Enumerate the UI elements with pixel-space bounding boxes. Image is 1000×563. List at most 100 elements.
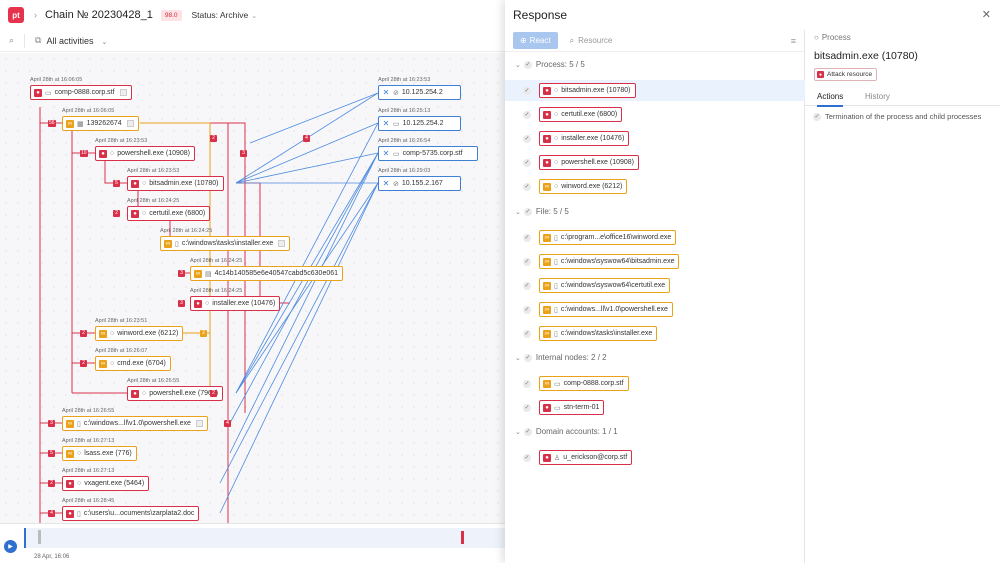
resource-chip[interactable]: ●○bitsadmin.exe (10780): [539, 83, 636, 98]
graph-node[interactable]: ●○powershell.exe (7968): [127, 386, 224, 401]
graph-node[interactable]: ✕▭comp-5735.corp.stf: [378, 146, 478, 161]
action-checkbox[interactable]: ✓: [813, 112, 821, 121]
resource-chip[interactable]: ∞▯c:\windows\tasks\installer.exe: [539, 326, 658, 341]
node-expand[interactable]: [195, 420, 203, 427]
graph-node[interactable]: ∞○winword.exe (6212): [95, 326, 184, 341]
list-item[interactable]: ✓ ∞▯c:\windows\syswow64\certutil.exe: [505, 275, 805, 296]
item-checkbox[interactable]: ✓: [523, 158, 531, 167]
edge: [249, 92, 379, 144]
resource-chip[interactable]: ∞▯c:\windows\syswow64\certutil.exe: [539, 278, 671, 293]
list-item[interactable]: ✓ ∞▯c:\windows...ll\v1.0\powershell.exe: [505, 299, 805, 320]
search-icon[interactable]: ⌕: [9, 35, 15, 45]
resource-chip[interactable]: ●♙u_erickson@corp.stf: [539, 450, 633, 465]
graph-node[interactable]: ●▭comp-0888.corp.stf: [30, 85, 132, 100]
graph-canvas[interactable]: April 28th at 16:06:05 April 28th at 16:…: [0, 53, 505, 523]
list-item[interactable]: ✓ ●○bitsadmin.exe (10780): [505, 80, 805, 101]
group-checkbox[interactable]: ✓: [523, 60, 532, 69]
graph-node[interactable]: ●○certutil.exe (6800): [127, 206, 211, 221]
list-item[interactable]: ✓ ●○installer.exe (10476): [505, 128, 805, 149]
process-icon: ○: [142, 390, 147, 397]
link-icon: ∞: [66, 449, 74, 458]
activities-dropdown[interactable]: All activities⌄: [46, 36, 107, 46]
graph-node[interactable]: ✕▭10.125.254.2: [378, 116, 461, 131]
close-icon[interactable]: ✕: [981, 9, 991, 21]
timeline-handle[interactable]: [38, 530, 41, 544]
resource-chip[interactable]: ∞○winword.exe (6212): [539, 179, 628, 194]
item-checkbox[interactable]: ✓: [523, 233, 531, 242]
filter-icon[interactable]: ≡: [790, 35, 796, 46]
item-checkbox[interactable]: ✓: [523, 281, 531, 290]
item-checkbox[interactable]: ✓: [523, 257, 531, 266]
list-item[interactable]: ✓ ∞▭comp-0888.corp.stf: [505, 373, 805, 394]
list-item[interactable]: ✓ ●♙u_erickson@corp.stf: [505, 447, 805, 468]
graph-node[interactable]: ∞▦139262674: [62, 116, 139, 131]
resource-chip[interactable]: ●○installer.exe (10476): [539, 131, 630, 146]
item-checkbox[interactable]: ✓: [523, 379, 531, 388]
react-button[interactable]: ⊕React: [513, 32, 558, 49]
chip-label: stn-term-01: [563, 404, 600, 411]
list-item[interactable]: ✓ ●○certutil.exe (6800): [505, 104, 805, 125]
resource-search-input[interactable]: ⌕Resource: [570, 36, 613, 46]
item-checkbox[interactable]: ✓: [523, 134, 531, 143]
graph-node[interactable]: ∞▤4c14b140585e6e40547cabd5c630e061: [190, 266, 344, 281]
group-checkbox[interactable]: ✓: [523, 427, 532, 436]
node-expand[interactable]: [278, 240, 286, 247]
list-item[interactable]: ✓ ∞▯c:\windows\syswow64\bitsadmin.exe: [505, 251, 805, 272]
group-header[interactable]: ⌄✓Process: 5 / 5: [515, 60, 585, 69]
list-item[interactable]: ✓ ∞▯c:\program...e\office16\winword.exe: [505, 227, 805, 248]
graph-node[interactable]: ∞▯c:\windows\tasks\installer.exe: [160, 236, 291, 251]
pt-logo[interactable]: pt: [8, 7, 24, 23]
chevron-right-icon[interactable]: ›: [34, 10, 37, 20]
item-checkbox[interactable]: ✓: [523, 182, 531, 191]
node-expand[interactable]: [126, 120, 134, 127]
list-item[interactable]: ✓ ●○powershell.exe (10908): [505, 152, 805, 173]
alert-icon: ●: [543, 110, 551, 119]
graph-node[interactable]: ●▯c:\users\u...ocuments\zarplata2.doc: [62, 506, 200, 521]
resource-chip[interactable]: ∞▯c:\program...e\office16\winword.exe: [539, 230, 677, 245]
graph-node[interactable]: ∞○lsass.exe (776): [62, 446, 137, 461]
node-expand[interactable]: [119, 89, 127, 96]
list-item[interactable]: ✓ ∞▯c:\windows\tasks\installer.exe: [505, 323, 805, 344]
graph-node[interactable]: ✕⊘10.155.2.167: [378, 176, 461, 191]
resource-chip[interactable]: ∞▯c:\windows...ll\v1.0\powershell.exe: [539, 302, 673, 317]
graph-node[interactable]: ✕⊘10.125.254.2: [378, 85, 461, 100]
host-icon: ▭: [393, 150, 400, 158]
item-checkbox[interactable]: ✓: [523, 453, 531, 462]
resource-chip[interactable]: ●○powershell.exe (10908): [539, 155, 639, 170]
file-icon: ▯: [175, 240, 179, 248]
host-icon: ▭: [554, 404, 561, 412]
item-checkbox[interactable]: ✓: [523, 329, 531, 338]
graph-node[interactable]: ●○powershell.exe (10908): [95, 146, 195, 161]
list-item[interactable]: ✓ ●▭stn-term-01: [505, 397, 805, 418]
play-icon[interactable]: ▶: [4, 540, 17, 553]
group-header[interactable]: ⌄✓Domain accounts: 1 / 1: [515, 427, 618, 436]
graph-node[interactable]: ●○installer.exe (10476): [190, 296, 281, 311]
item-checkbox[interactable]: ✓: [523, 86, 531, 95]
tab-history[interactable]: History: [865, 92, 890, 101]
list-item[interactable]: ✓ ∞○winword.exe (6212): [505, 176, 805, 197]
resource-chip[interactable]: ∞▯c:\windows\syswow64\bitsadmin.exe: [539, 254, 680, 269]
chip-label: c:\windows\syswow64\bitsadmin.exe: [560, 258, 675, 265]
resource-chip[interactable]: ●▭stn-term-01: [539, 400, 605, 415]
group-header[interactable]: ⌄✓File: 5 / 5: [515, 207, 569, 216]
alert-icon: ●: [543, 453, 551, 462]
chip-label: u_erickson@corp.stf: [563, 454, 628, 461]
item-checkbox[interactable]: ✓: [523, 305, 531, 314]
timeline-track[interactable]: [24, 528, 505, 548]
item-checkbox[interactable]: ✓: [523, 403, 531, 412]
item-checkbox[interactable]: ✓: [523, 110, 531, 119]
group-checkbox[interactable]: ✓: [523, 207, 532, 216]
resource-chip[interactable]: ●○certutil.exe (6800): [539, 107, 623, 122]
process-icon: ○: [77, 450, 82, 457]
action-item[interactable]: ✓Termination of the process and child pr…: [813, 112, 981, 121]
graph-node[interactable]: ●○vxagent.exe (5464): [62, 476, 150, 491]
graph-node[interactable]: ∞▯c:\windows...ll\v1.0\powershell.exe: [62, 416, 208, 431]
group-header[interactable]: ⌄✓Internal nodes: 2 / 2: [515, 353, 607, 362]
tab-actions[interactable]: Actions: [817, 92, 844, 107]
status-dropdown[interactable]: Status: Archive⌄: [192, 10, 258, 20]
group-title: Domain accounts: 1 / 1: [535, 427, 618, 436]
resource-chip[interactable]: ∞▭comp-0888.corp.stf: [539, 376, 629, 391]
graph-node[interactable]: ∞○cmd.exe (6704): [95, 356, 171, 371]
group-checkbox[interactable]: ✓: [523, 353, 532, 362]
graph-node[interactable]: ●○bitsadmin.exe (10780): [127, 176, 224, 191]
